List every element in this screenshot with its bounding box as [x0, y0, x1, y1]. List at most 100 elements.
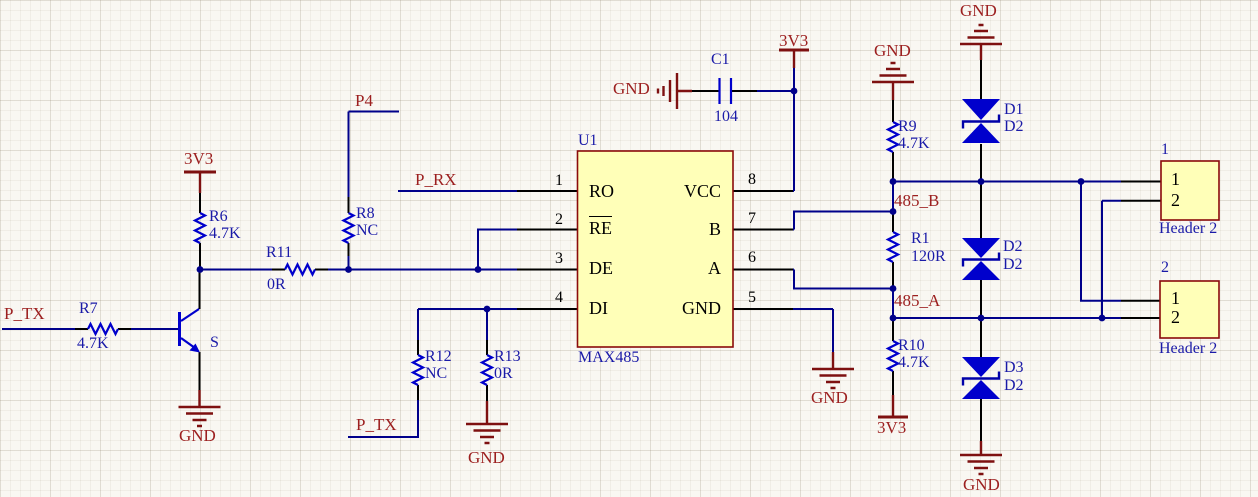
power-label-3v3-q1: 3V3 [184, 149, 214, 168]
header2-part-name: Header 2 [1159, 340, 1218, 357]
transistor-q1-designator: S [210, 334, 219, 351]
resistor-r12-symbol [410, 354, 426, 386]
u1-pin-vcc-name: VCC [683, 181, 721, 201]
u1-pin-de-name: DE [589, 258, 613, 278]
ic-u1-body [576, 150, 734, 348]
net-label-p-tx-left: P_TX [4, 304, 45, 323]
ground-q1 [178, 390, 221, 428]
ground-label-c1: GND [613, 79, 650, 98]
resistor-r1-value: 120R [911, 248, 946, 265]
ground-label-d1: GND [960, 1, 997, 20]
power-label-3v3-vcc: 3V3 [779, 31, 809, 50]
resistor-r8-value: NC [356, 222, 379, 239]
resistor-r11-value: 0R [267, 276, 286, 293]
header2-body [1159, 280, 1220, 339]
diode-d3-symbol [961, 357, 1001, 399]
capacitor-c1-value: 104 [714, 108, 738, 125]
resistor-r9-symbol [885, 121, 901, 153]
resistor-r8-symbol [341, 212, 356, 244]
header1-designator: 1 [1161, 141, 1169, 158]
u1-pin7-number: 7 [748, 210, 756, 227]
net-label-485-b: 485_B [894, 191, 940, 210]
ground-u1 [812, 352, 854, 390]
resistor-symbols [87, 121, 901, 386]
u1-pin4-number: 4 [555, 289, 563, 306]
net-label-p4: P4 [355, 91, 373, 110]
diode-d2-designator: D2 [1003, 238, 1023, 255]
u1-pin-b-name: B [708, 219, 721, 239]
u1-pin2-number: 2 [555, 211, 563, 228]
junction-dots [196, 87, 1106, 322]
u1-pin6-number: 6 [748, 249, 756, 266]
resistor-r6-symbol [192, 212, 208, 244]
header2-pin2-label: 2 [1171, 307, 1180, 327]
resistor-r12-value: NC [425, 365, 448, 382]
resistor-r9-designator: R9 [898, 118, 917, 135]
ground-r9 [872, 61, 914, 100]
power-label-3v3-r10: 3V3 [877, 418, 907, 437]
ground-label-d3: GND [963, 475, 1000, 494]
ic-u1-designator: U1 [578, 132, 598, 149]
resistor-r7-value: 4.7K [77, 335, 109, 352]
u1-pin-ro-name: RO [589, 181, 615, 201]
resistor-r1-designator: R1 [911, 230, 930, 247]
header1-pin1-label: 1 [1171, 169, 1180, 189]
diode-d2-value: D2 [1003, 256, 1023, 273]
diode-d1-symbol [961, 99, 1001, 143]
ground-d1 [960, 23, 1002, 60]
resistor-r6-value: 4.7K [209, 225, 241, 242]
ground-d3 [960, 441, 1002, 476]
power-3v3-q1 [184, 170, 216, 193]
header2-designator: 2 [1161, 259, 1169, 276]
diode-d1-value: D2 [1004, 118, 1024, 135]
header1-body [1160, 160, 1220, 221]
resistor-r11-designator: R11 [266, 244, 293, 261]
u1-pin-di-name: DI [589, 298, 608, 318]
ground-label-u1: GND [811, 388, 848, 407]
net-label-p-tx-mid: P_TX [356, 415, 397, 434]
net-label-p-rx: P_RX [415, 170, 457, 189]
header1-part-name: Header 2 [1159, 220, 1218, 237]
power-3v3-r10 [878, 395, 908, 419]
u1-pin-re-name: RE [589, 216, 613, 238]
net-label-485-a: 485_A [894, 291, 941, 310]
diode-d1-designator: D1 [1004, 101, 1024, 118]
u1-pin8-number: 8 [748, 171, 756, 188]
u1-pin3-number: 3 [555, 250, 563, 267]
ground-r13 [466, 401, 508, 445]
header1-pin2-label: 2 [1171, 190, 1180, 210]
ground-c1 [656, 73, 692, 109]
ground-label-r13: GND [468, 448, 505, 467]
resistor-r13-value: 0R [494, 365, 513, 382]
ic-u1-part-name: MAX485 [578, 349, 640, 366]
diode-d3-value: D2 [1004, 377, 1024, 394]
resistor-r7-designator: R7 [79, 300, 98, 317]
resistor-r10-designator: R10 [898, 337, 925, 354]
resistor-r9-value: 4.7K [898, 135, 930, 152]
transistor-q1-symbol [178, 308, 200, 353]
power-3v3-vcc [779, 48, 809, 68]
resistor-r13-designator: R13 [494, 348, 521, 365]
u1-pin-a-name: A [708, 258, 721, 278]
header2-pin1-label: 1 [1171, 288, 1180, 308]
power-symbols [178, 23, 1002, 476]
resistor-r7-symbol [87, 321, 119, 337]
u1-pin1-number: 1 [555, 172, 563, 189]
u1-pin5-number: 5 [748, 289, 756, 306]
resistor-r10-symbol [885, 340, 901, 372]
component-pins [75, 60, 1161, 441]
resistor-r13-symbol [479, 354, 495, 386]
ground-label-q1: GND [179, 426, 216, 445]
resistor-r1-symbol [885, 231, 901, 263]
u1-pin-gnd-name: GND [682, 298, 721, 318]
ground-label-r9: GND [874, 41, 911, 60]
diode-d3-designator: D3 [1004, 359, 1024, 376]
resistor-r11-symbol [284, 262, 316, 277]
resistor-r6-designator: R6 [209, 208, 228, 225]
resistor-r8-designator: R8 [356, 205, 375, 222]
resistor-r12-designator: R12 [425, 348, 452, 365]
capacitor-c1-symbol [718, 78, 733, 104]
diode-d2-symbol [961, 238, 1001, 280]
